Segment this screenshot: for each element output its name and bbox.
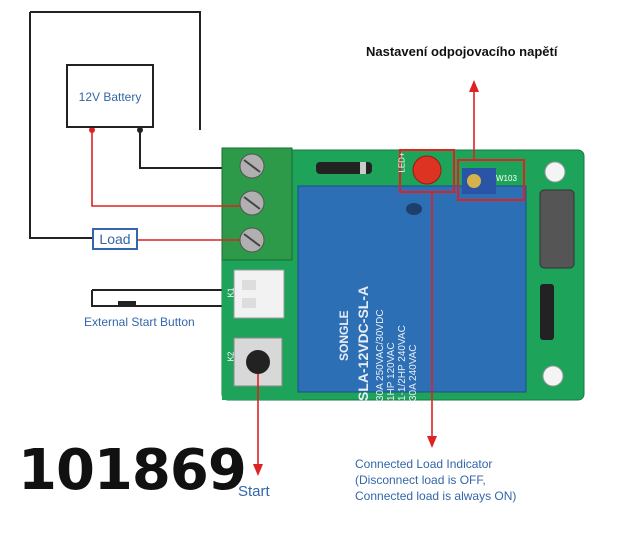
mount-hole-top: [544, 161, 566, 183]
relay-label-group: SONGLE SLA-12VDC-SL-A 30A 250VAC/30VDC 1…: [337, 205, 487, 401]
start-button-cap: [246, 350, 270, 374]
relay-model: SLA-12VDC-SL-A: [355, 285, 371, 401]
battery-box: 12V Battery: [66, 64, 154, 128]
start-label: Start: [238, 483, 270, 500]
relay-hp-2: 1-1/2HP 240VAC: [397, 325, 408, 401]
relay-body: [297, 185, 527, 393]
voltage-regulator: [539, 189, 575, 269]
indicator-label: Connected Load Indicator (Disconnect loa…: [355, 457, 517, 503]
led-highlight: [399, 149, 455, 193]
k1-connector: [233, 269, 285, 319]
relay-brand: SONGLE: [337, 310, 351, 361]
mount-hole-bottom: [542, 365, 564, 387]
external-button-label: External Start Button: [84, 315, 195, 329]
wire-battery-top: [30, 11, 201, 130]
wire-battery-neg: [139, 130, 240, 169]
load-label: Load: [99, 231, 131, 247]
transistor: [406, 203, 422, 215]
pot-highlight: [457, 159, 525, 201]
load-box: Load: [92, 228, 138, 250]
relay-rating-2: 30A 240VAC: [408, 344, 419, 401]
led-red: [412, 155, 442, 185]
diode-right: [540, 284, 554, 340]
wire-ext-button: [91, 290, 240, 307]
diode-top: [316, 162, 372, 174]
wire-left-to-load: [29, 12, 92, 239]
relay-rating-1: 30A 250VAC/30VDC: [375, 309, 386, 401]
wire-battery-pos: [91, 130, 240, 207]
product-code: 101869: [18, 438, 247, 503]
battery-label: 12V Battery: [78, 90, 142, 104]
ext-button-symbol: [118, 301, 136, 307]
pcb-label-k1: K1: [226, 287, 236, 298]
pcb-label-w103: W103: [496, 174, 517, 183]
pcb-label-led: LED+: [397, 152, 407, 173]
pcb-label-k2: K2: [226, 351, 236, 362]
adjustment-title: Nastavení odpojovacího napětí: [366, 44, 558, 59]
relay-hp-1: 1HP 120VAC: [386, 342, 397, 401]
